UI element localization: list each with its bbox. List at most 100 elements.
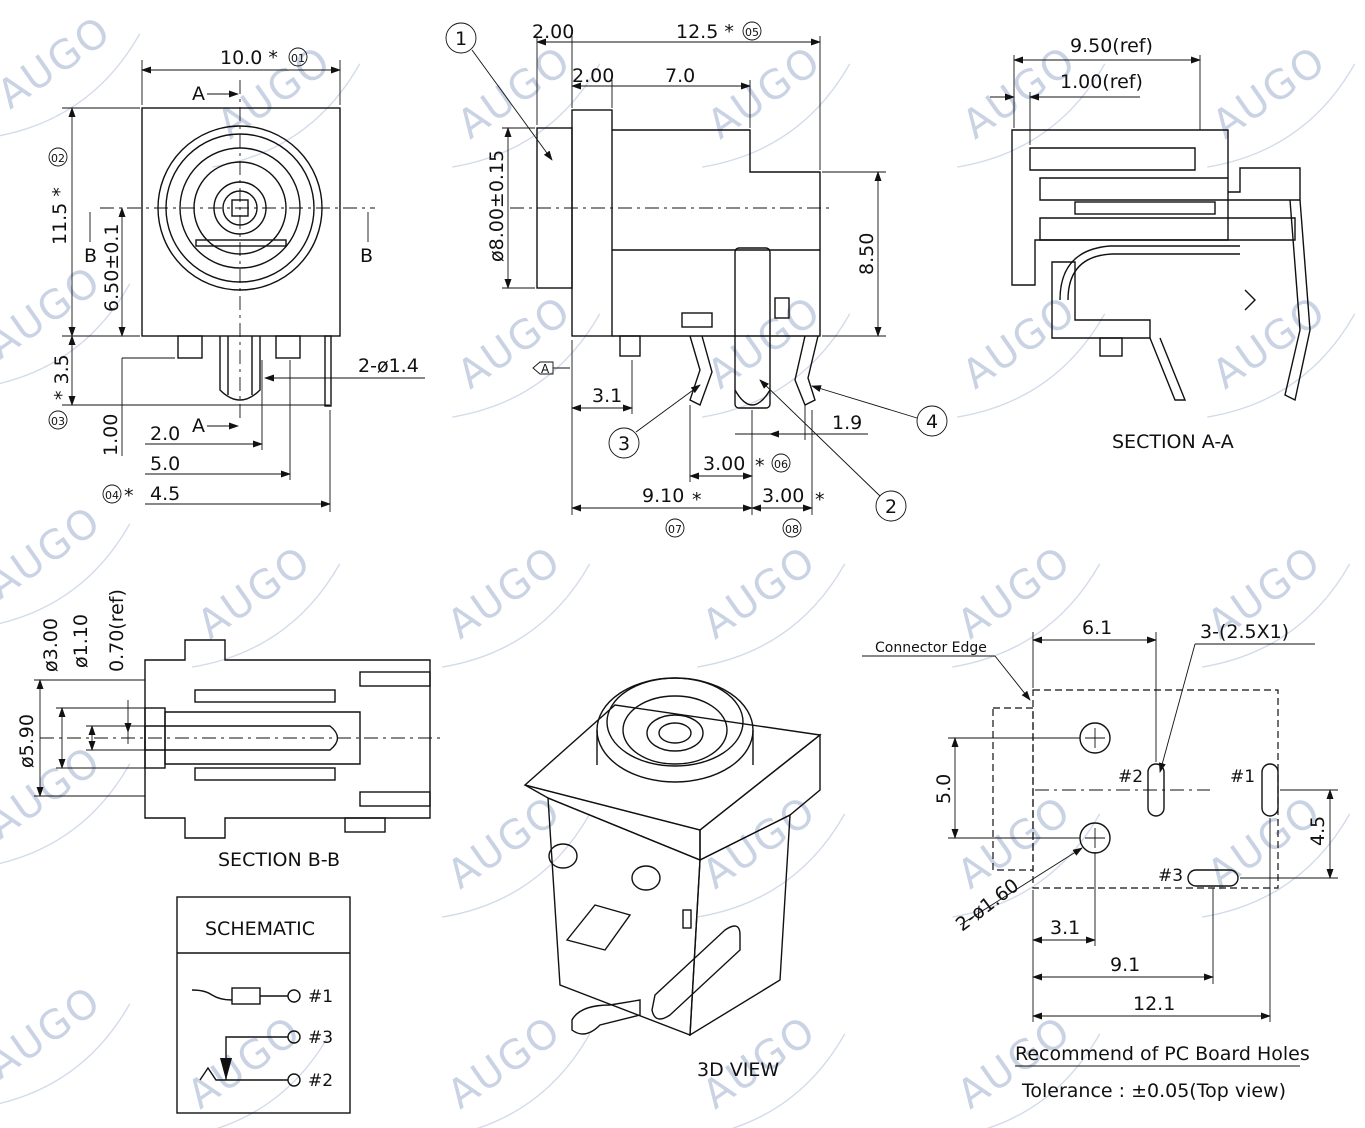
watermark: AUGO (1204, 288, 1356, 418)
ref-circle (782, 518, 802, 538)
dim-pin-dia: 2-ø1.4 (358, 355, 419, 377)
section-bb: ø5.90 ø3.00 ø1.10 0.70(ref) SECTION B-B (16, 589, 440, 871)
dim-61: 6.1 (1082, 617, 1112, 639)
slot-pin2 (1147, 763, 1165, 817)
ref-number: 07 (668, 523, 682, 536)
plug-line (191, 989, 233, 1001)
watermark: AUGO (209, 38, 361, 168)
terminal-4 (794, 335, 819, 406)
dim-590: ø5.90 (16, 714, 38, 768)
svg-text:AUGO: AUGO (954, 288, 1085, 399)
dim-height: 11.5 * (49, 187, 71, 245)
3d-center-pin (658, 722, 692, 744)
dim-45: 4.5 (150, 483, 180, 505)
front-slot (195, 239, 287, 247)
dim-center-height: 6.50±0.1 (101, 224, 123, 312)
dim-note: * (124, 485, 134, 507)
dim-100: 1.00 (100, 414, 122, 456)
callout-circle (916, 405, 948, 437)
callout-3: 3 (618, 433, 630, 455)
slot-pin3 (1187, 869, 1239, 887)
side-face (699, 733, 821, 862)
slot-pin1 (1261, 763, 1279, 817)
watermark: AUGO (699, 38, 851, 168)
schematic-pin2: #2 (308, 1071, 333, 1091)
schematic-box (176, 896, 351, 1114)
front-side-pin (324, 335, 332, 407)
ref-number: 06 (774, 458, 788, 471)
dim-ref2: 1.00(ref) (1060, 71, 1143, 93)
section-mark-a: A (192, 83, 205, 105)
watermark: AUGO (699, 288, 851, 418)
schematic-pin1: #1 (308, 987, 333, 1007)
ref-number: 04 (105, 489, 119, 502)
dim-dia: ø8.00±0.15 (486, 150, 508, 262)
3d-pin-lead (651, 925, 741, 1020)
svg-text:AUGO: AUGO (1204, 288, 1335, 399)
dim-body: 7.0 (665, 65, 695, 87)
body-outline (612, 129, 821, 337)
3d-terminal (565, 904, 632, 951)
body-face (547, 796, 701, 1036)
watermark: AUGO (954, 288, 1106, 418)
watermark: AUGO (1199, 788, 1351, 918)
pin2-terminal (287, 1073, 301, 1087)
svg-text:AUGO: AUGO (439, 538, 570, 649)
terminal-3 (689, 335, 713, 406)
ref-number: 01 (291, 52, 305, 65)
spring-contact (1074, 201, 1216, 215)
3d-foot (571, 999, 641, 1035)
svg-text:AUGO: AUGO (949, 538, 1080, 649)
callout-4: 4 (926, 411, 938, 433)
watermark: AUGO (449, 288, 601, 418)
pin1-terminal (287, 989, 301, 1003)
front-block (571, 109, 613, 337)
pcb-pin3: #3 (1158, 866, 1183, 886)
dim-300: ø3.00 (40, 618, 62, 672)
3d-boss (631, 865, 661, 891)
terminal-spring (1059, 245, 1240, 301)
watermark: AUGO (439, 538, 591, 668)
front-body-outline (141, 107, 341, 337)
svg-text:AUGO: AUGO (694, 788, 825, 899)
watermark: AUGO (694, 538, 846, 668)
terminal-tab (681, 312, 713, 328)
dim-91: 9.1 (1110, 954, 1140, 976)
ref-number: 08 (785, 523, 799, 536)
front-center-pin (219, 336, 261, 401)
3d-boss (548, 843, 578, 869)
svg-text:AUGO: AUGO (179, 1008, 310, 1119)
pcb-pin2: #2 (1118, 767, 1143, 787)
callout-circle (875, 490, 907, 522)
callout-2: 2 (885, 496, 897, 518)
terminal-hook (1244, 289, 1256, 311)
dim-50: 5.0 (150, 453, 180, 475)
center-pin-body (734, 247, 771, 409)
dim-31: 3.1 (592, 385, 622, 407)
housing-section (1011, 129, 1301, 286)
svg-text:AUGO: AUGO (189, 538, 320, 649)
terminal-lead (1284, 199, 1311, 402)
side-body (689, 813, 791, 1037)
connector-edge-label: Connector Edge (875, 640, 987, 656)
datum-label: A (541, 362, 550, 376)
callout-leader (759, 379, 881, 497)
dim-121: 12.1 (1133, 993, 1175, 1015)
pcb-title: Recommend of PC Board Holes (1015, 1043, 1310, 1065)
plug-body (231, 987, 261, 1005)
leader-line (1158, 643, 1196, 773)
dim-300a: 3.00 (703, 453, 745, 475)
ref-circle (771, 453, 791, 473)
base-section (1051, 261, 1151, 339)
svg-text:AUGO: AUGO (439, 1008, 570, 1119)
svg-text:AUGO: AUGO (449, 288, 580, 399)
cavity-lower (194, 767, 336, 781)
cavity (1029, 147, 1196, 171)
section-aa-title: SECTION A-A (1112, 431, 1234, 453)
dim-height: 8.50 (856, 233, 878, 275)
terminal-spring (1067, 253, 1240, 301)
ref-circle (742, 21, 762, 41)
dim-45: 4.5 (1307, 816, 1329, 846)
